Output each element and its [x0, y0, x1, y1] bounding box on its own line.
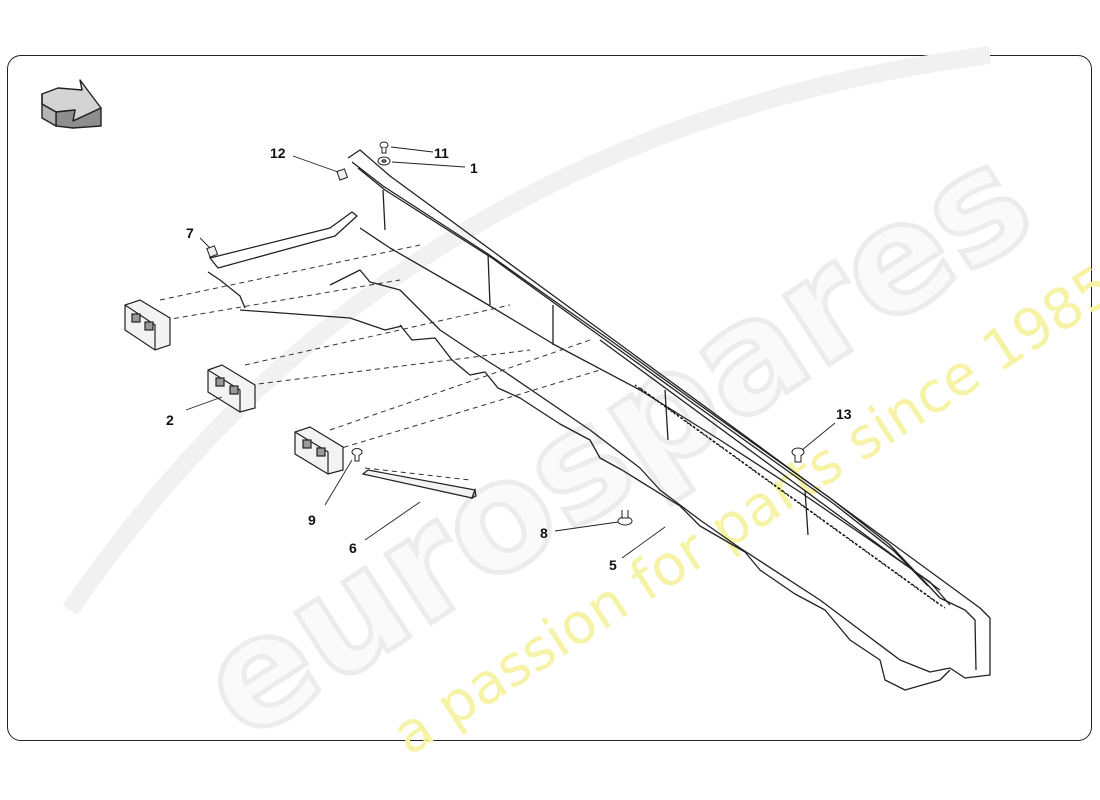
clip-7	[206, 245, 219, 258]
screw-8	[617, 510, 633, 526]
callout-2: 2	[166, 412, 174, 428]
seal-strip	[634, 384, 946, 609]
clip-block-3	[294, 426, 344, 475]
clip-block-2	[207, 364, 256, 413]
direction-arrow-icon	[41, 79, 102, 129]
callout-8: 8	[540, 525, 548, 541]
screw-11	[379, 141, 389, 154]
seal-bar-6	[361, 469, 477, 500]
callouts: 11 1 12 7 2 13 9 6 8 5	[166, 145, 852, 573]
callout-7: 7	[186, 225, 194, 241]
screw-13	[791, 447, 805, 463]
callout-9: 9	[308, 512, 316, 528]
clip-block-1	[124, 299, 171, 351]
diagram-frame	[7, 55, 1092, 741]
callout-11: 11	[434, 145, 449, 161]
sill-panel	[207, 149, 991, 691]
washer-1	[377, 156, 391, 166]
clip-12	[336, 168, 349, 181]
screw-9	[351, 448, 363, 462]
callout-6: 6	[349, 540, 357, 556]
exploded-lines	[159, 244, 601, 481]
leader-lines	[185, 146, 836, 559]
callout-5: 5	[609, 557, 617, 573]
callout-1: 1	[470, 160, 478, 176]
callout-13: 13	[836, 406, 852, 422]
callout-12: 12	[270, 145, 286, 161]
